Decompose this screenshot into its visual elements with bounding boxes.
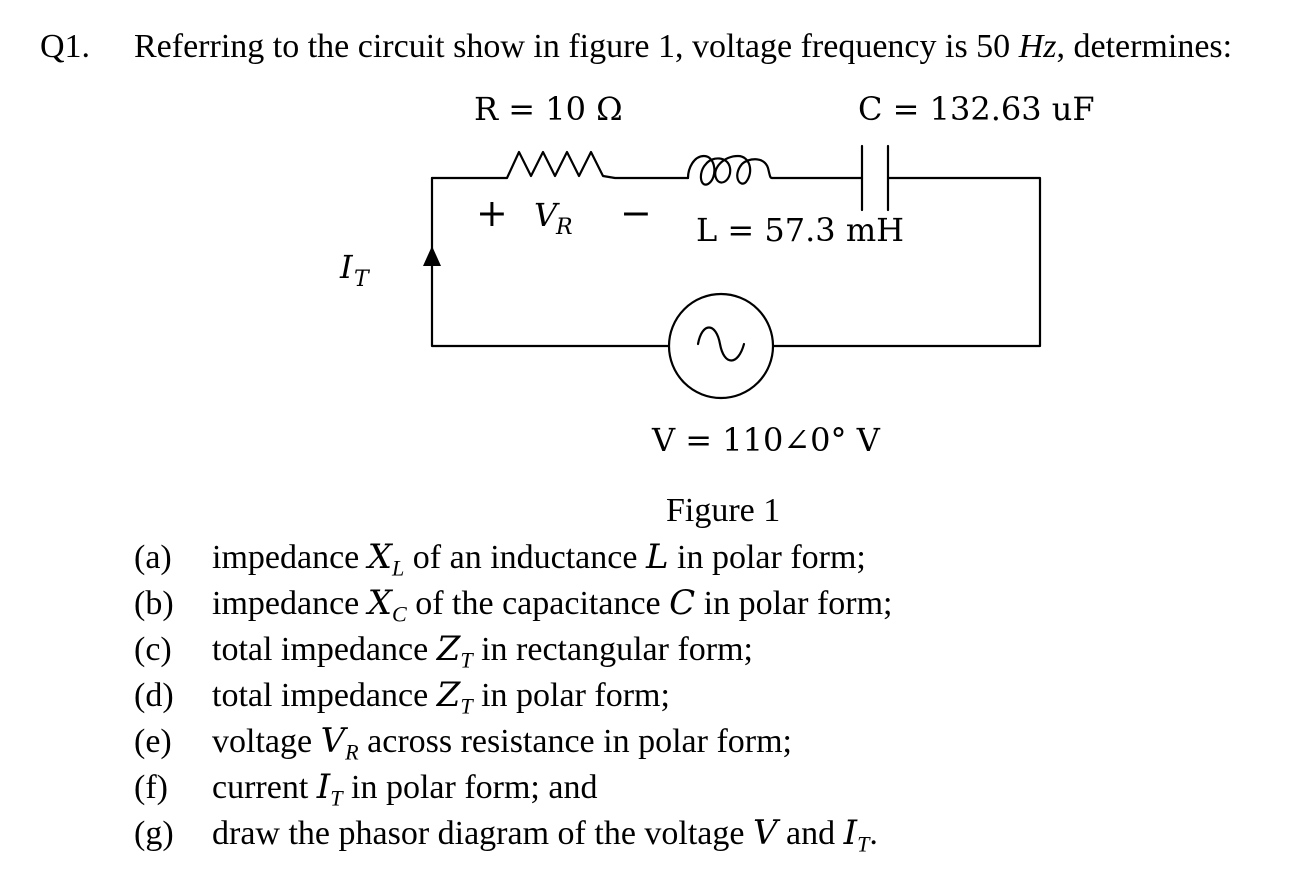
part-symbol: V: [320, 721, 346, 761]
part-text: total impedance: [212, 677, 437, 714]
part-item: (f) current IT in polar form; and: [134, 766, 892, 812]
part-subscript: T: [460, 693, 473, 719]
part-text: impedance: [212, 585, 368, 622]
part-text: impedance: [212, 539, 368, 576]
part-symbol: Z: [436, 629, 461, 669]
part-text: of an inductance: [404, 539, 646, 576]
part-subscript: T: [857, 831, 870, 857]
inductor-symbol: [686, 154, 774, 186]
part-text: of the capacitance: [406, 585, 670, 622]
part-symbol: X: [367, 537, 392, 577]
part-symbol: Z: [436, 675, 461, 715]
question-number: Q1.: [40, 28, 91, 65]
part-text: voltage: [212, 723, 321, 760]
vr-plus: +: [476, 191, 508, 235]
part-text: in polar form;: [668, 539, 866, 576]
part-subscript: L: [391, 555, 405, 581]
part-mark: (d): [134, 677, 174, 714]
question-text-post: , determines:: [1056, 28, 1233, 65]
part-mark: (c): [134, 631, 172, 668]
part-symbol: L: [645, 537, 669, 577]
part-mark: (b): [134, 585, 174, 622]
vr-subscript: R: [555, 215, 573, 240]
part-text: and: [777, 815, 844, 852]
part-symbol: X: [367, 583, 392, 623]
frequency-unit: Hz: [1018, 28, 1057, 65]
part-text: in polar form;: [472, 677, 670, 714]
question-text-pre: Referring to the circuit show in figure …: [134, 28, 1019, 65]
part-item: (d) total impedance ZT in polar form;: [134, 674, 892, 720]
sine-wave-icon: [696, 326, 746, 362]
part-subscript: R: [345, 739, 359, 765]
question-parts-list: (a)impedance XL of an inductance L in po…: [134, 536, 892, 858]
vr-minus: −: [620, 191, 652, 235]
figure-caption: Figure 1: [666, 492, 781, 529]
question-text: Referring to the circuit show in figure …: [134, 28, 1232, 66]
current-arrow-icon: [423, 246, 441, 266]
part-text: in polar form; and: [342, 769, 598, 806]
part-item: (b)impedance XC of the capacitance C in …: [134, 582, 892, 628]
part-symbol: I: [843, 813, 858, 853]
source-voltage-label: V = 110∠0° V: [651, 421, 881, 459]
part-mark: (f): [134, 769, 168, 806]
part-symbol: V: [752, 813, 778, 853]
part-text: in polar form;: [695, 585, 893, 622]
resistor-symbol: [430, 150, 690, 180]
part-subscript: T: [460, 647, 473, 673]
part-symbol: I: [316, 767, 331, 807]
part-symbol: C: [669, 583, 696, 623]
part-subscript: C: [391, 601, 407, 627]
inductor-label: L = 57.3 mH: [696, 211, 904, 249]
part-mark: (a): [134, 539, 172, 576]
part-item: (g) draw the phasor diagram of the voltag…: [134, 812, 892, 858]
part-text: .: [869, 815, 878, 852]
part-text: total impedance: [212, 631, 437, 668]
part-mark: (g): [134, 815, 174, 852]
part-text: across resistance in polar form;: [358, 723, 792, 760]
part-item: (a)impedance XL of an inductance L in po…: [134, 536, 892, 582]
it-subscript: T: [354, 267, 371, 292]
part-text: current: [212, 769, 317, 806]
part-text: draw the phasor diagram of the voltage: [212, 815, 753, 852]
vr-symbol: V: [534, 196, 560, 234]
part-mark: (e): [134, 723, 172, 760]
part-item: (e) voltage VR across resistance in polar…: [134, 720, 892, 766]
resistor-label: R = 10 Ω: [474, 90, 623, 128]
part-subscript: T: [330, 785, 343, 811]
part-item: (c) total impedance ZT in rectangular for…: [134, 628, 892, 674]
capacitor-label: C = 132.63 uF: [858, 90, 1095, 128]
part-text: in rectangular form;: [472, 631, 753, 668]
it-symbol: I: [339, 248, 354, 286]
